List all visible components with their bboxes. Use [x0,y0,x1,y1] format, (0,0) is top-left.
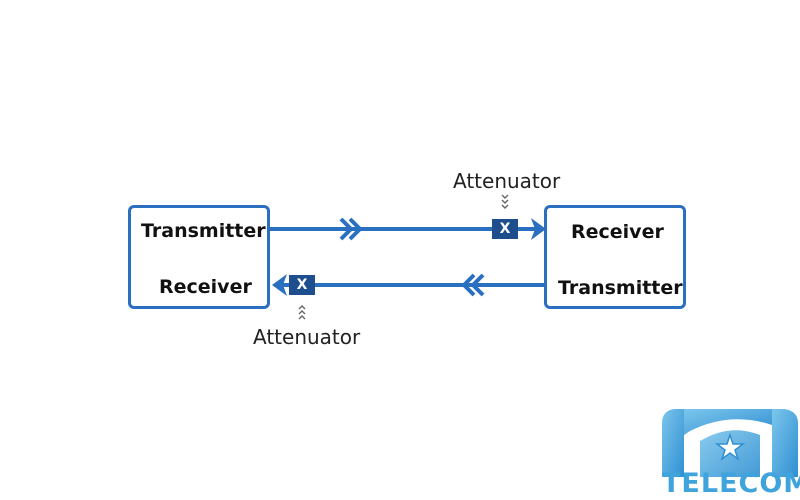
top-attenuator-label: Attenuator [453,169,561,193]
top-direction-chevron-icon [348,217,363,241]
top-direction-chevron-icon [339,217,354,241]
logo-telecom-text: TELECOM [662,468,800,499]
bottom-direction-chevron-icon [461,273,476,297]
right-device-box: Receiver Transmitter [544,205,686,309]
bottom-direction-chevron-icon [470,273,485,297]
bottom-attenuator: X [289,275,315,295]
hn-star-logo-icon [662,409,798,477]
top-attenuator: X [492,219,518,239]
right-receiver-label: Receiver [571,221,664,243]
left-device-box: Transmitter Receiver [128,205,270,309]
bottom-attenuator-pointer-icon [298,305,306,320]
left-transmitter-label: Transmitter [141,220,266,242]
bottom-arrowhead-icon [272,274,287,296]
top-arrowhead-icon [531,218,546,240]
left-receiver-label: Receiver [159,276,252,298]
bottom-attenuator-label: Attenuator [253,325,361,349]
right-transmitter-label: Transmitter [558,277,683,299]
top-attenuator-pointer-icon [501,194,509,209]
